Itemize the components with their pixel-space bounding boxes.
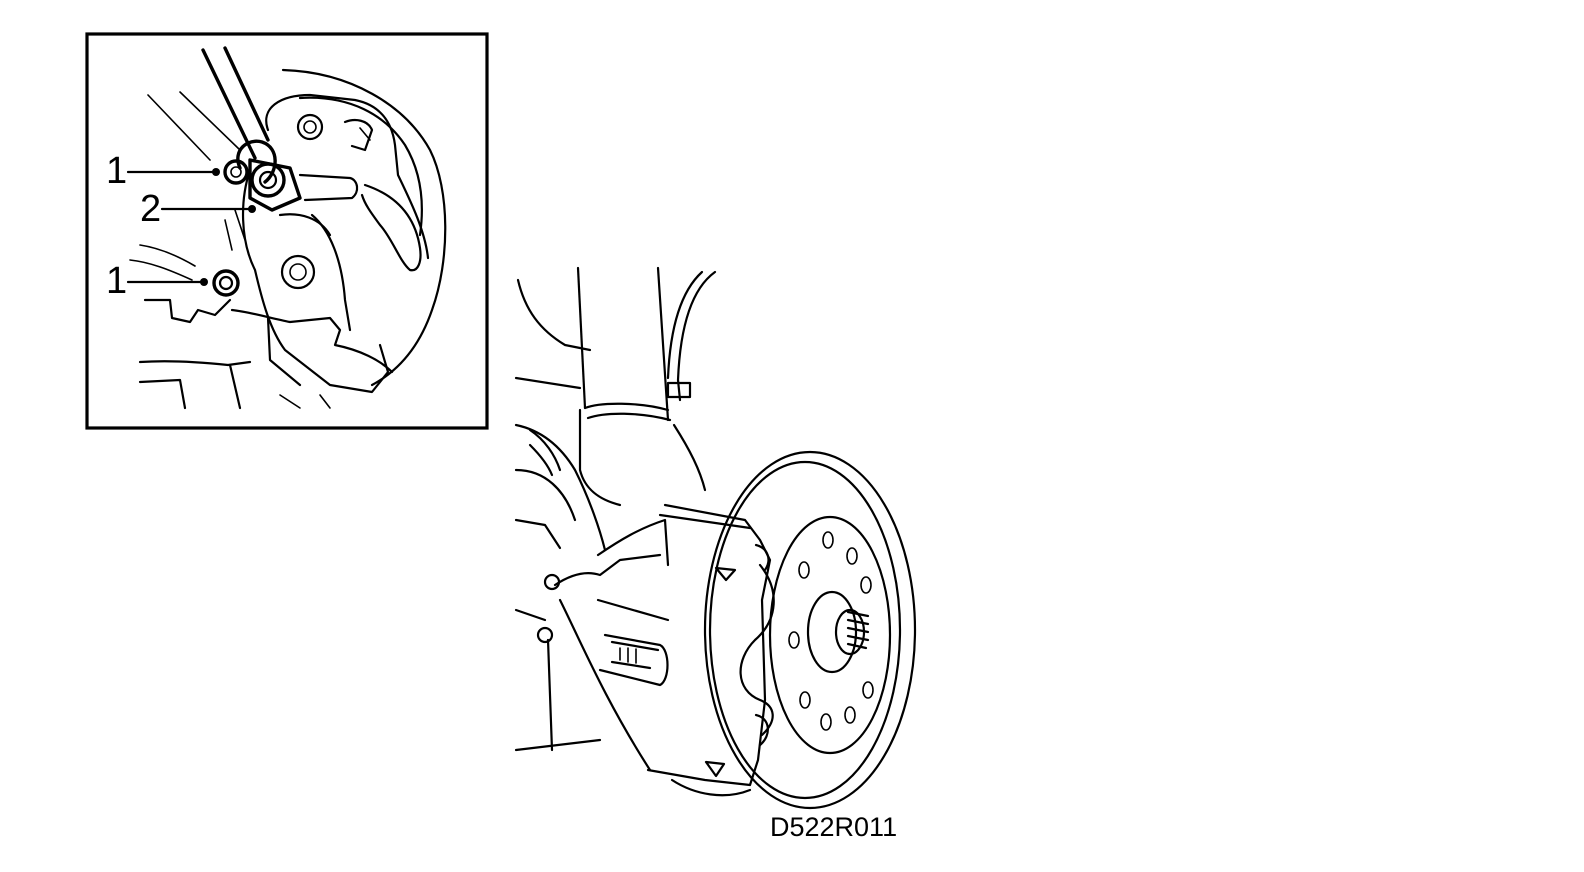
callout-bolt-lower: 1: [106, 260, 128, 302]
inset-detail-view: [85, 32, 489, 430]
callout-bolt-upper: 1: [106, 150, 128, 192]
main-brake-assembly-drawing: [514, 266, 917, 810]
strut-left-edge: [576, 266, 587, 410]
inset-caliper-drawing: [126, 46, 447, 410]
figure-reference-code: D522R011: [770, 812, 898, 842]
callout-bleed-nipple: 2: [140, 188, 162, 230]
strut-right-edge: [656, 266, 670, 422]
inset-frame: [85, 32, 489, 430]
